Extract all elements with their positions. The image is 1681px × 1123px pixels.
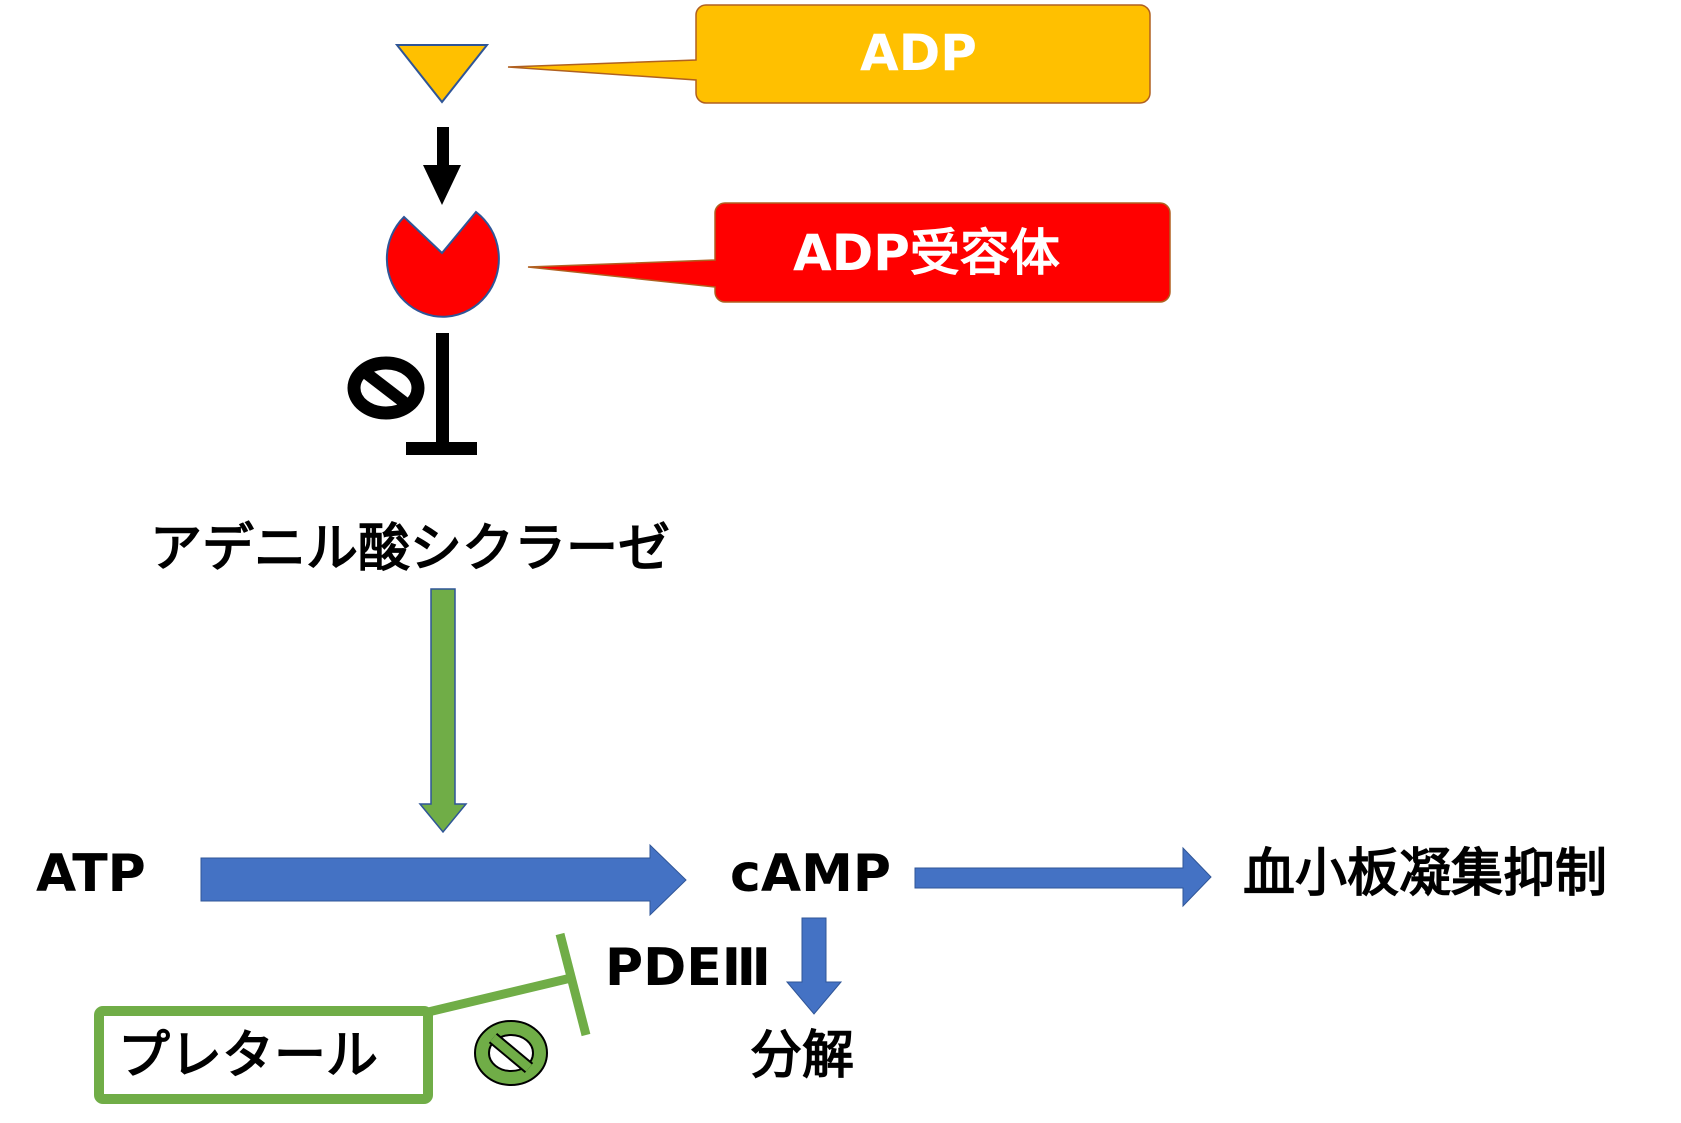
pde-inhibit-bar	[555, 932, 591, 1037]
pde3-label: PDEⅢ	[605, 938, 771, 998]
camp-to-degradation-arrow	[785, 917, 843, 1015]
platelet-inhibition-label: 血小板凝集抑制	[1243, 844, 1608, 904]
inhibit-bar-base	[406, 442, 477, 455]
green-activation-arrow	[418, 588, 468, 834]
camp-label: cAMP	[730, 844, 891, 904]
receptor-callout-label: ADP受容体	[793, 224, 1060, 282]
adenylate-cyclase-label: アデニル酸シクラーゼ	[150, 519, 671, 579]
black-arrow-shaft	[437, 127, 449, 169]
degradation-label: 分解	[750, 1026, 855, 1086]
atp-label: ATP	[36, 844, 146, 904]
receptor-notch-icon	[385, 210, 500, 318]
black-arrow-head	[423, 165, 461, 205]
inhibit-bar-stem	[436, 333, 449, 455]
receptor-callout-box	[527, 202, 1171, 303]
adp-callout-label: ADP	[860, 24, 977, 82]
atp-to-camp-arrow	[200, 843, 687, 917]
adp-callout-box	[507, 4, 1151, 104]
pletaal-label: プレタール	[118, 1026, 379, 1086]
pde-inhibit-line	[422, 973, 573, 1018]
prohibition-icon	[474, 1020, 548, 1086]
camp-to-inhibition-arrow	[914, 846, 1212, 908]
pletaal-box	[94, 1006, 433, 1104]
adp-triangle-icon	[394, 44, 490, 104]
prohibition-icon	[347, 356, 425, 420]
